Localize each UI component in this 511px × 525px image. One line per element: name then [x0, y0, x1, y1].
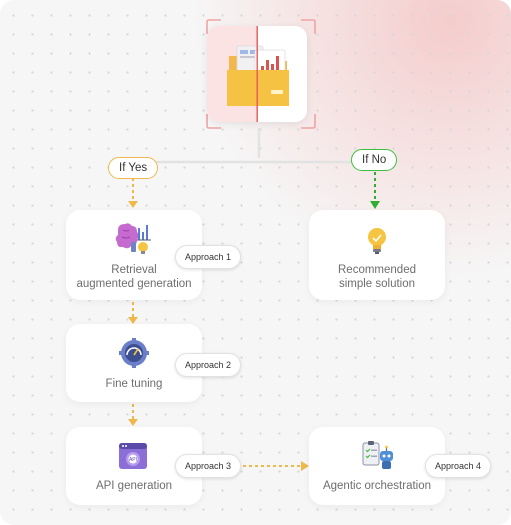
rag-label: Retrieval augmented generation	[66, 263, 202, 291]
lightbulb-icon	[368, 228, 386, 254]
simple-solution-label: Recommended simple solution	[309, 263, 445, 291]
approach-1-badge: Approach 1	[175, 245, 242, 269]
rag-label-text: Retrieval augmented generation	[76, 264, 192, 290]
arrowhead-finetune-api	[128, 419, 138, 426]
api-gear-window-icon: API	[119, 443, 147, 469]
folder-documents-chart-icon	[207, 26, 307, 122]
simple-solution-label-text: Recommended simple solution	[338, 264, 416, 290]
approach-2-badge: Approach 2	[175, 353, 242, 377]
brain-chart-bulb-icon	[115, 223, 151, 254]
gauge-gear-icon	[119, 338, 149, 368]
if-no-pill: If No	[351, 149, 398, 171]
robot-checklist-icon	[362, 441, 393, 469]
svg-text:API: API	[129, 457, 137, 463]
hero-focus-frame	[206, 19, 316, 129]
api-generation-label: API generation	[95, 480, 173, 492]
arrowhead-yes	[128, 201, 138, 208]
fine-tuning-label: Fine tuning	[105, 378, 163, 390]
agentic-orchestration-node[interactable]: Agentic orchestration	[309, 427, 445, 505]
arrowhead-no	[370, 201, 380, 209]
hero-card	[207, 26, 307, 122]
if-yes-pill: If Yes	[108, 157, 159, 179]
fine-tuning-node[interactable]: Fine tuning	[66, 324, 202, 402]
approach-3-badge: Approach 3	[175, 454, 242, 478]
agentic-orchestration-label: Agentic orchestration	[322, 480, 432, 492]
arrowhead-api-agentic	[301, 461, 309, 471]
simple-solution-node[interactable]: Recommended simple solution	[309, 210, 445, 300]
arrowhead-rag-finetune	[128, 317, 138, 324]
approach-4-badge: Approach 4	[425, 454, 492, 478]
